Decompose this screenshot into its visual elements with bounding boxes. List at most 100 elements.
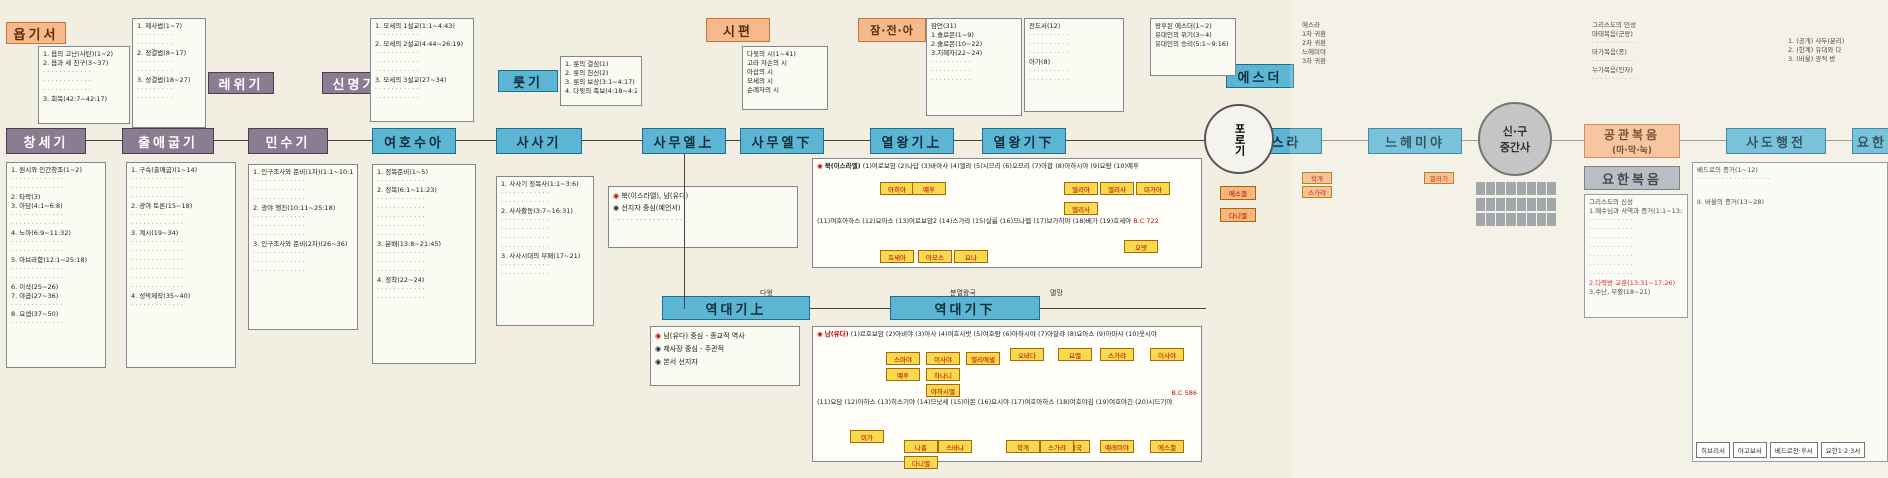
panel-exodus-detail: · · · · · · · · · · · · ·	[131, 211, 183, 219]
prophet-box[interactable]: 다니엘	[904, 456, 938, 469]
book-chronicles1[interactable]: 역대기上	[662, 296, 810, 320]
label-zechariah[interactable]: 스가랴	[1302, 186, 1332, 198]
label-daniel[interactable]: 다니엘	[1220, 208, 1256, 222]
book-samuel1[interactable]: 사무엘上	[642, 128, 726, 154]
prophet-box[interactable]: 예후	[912, 182, 946, 195]
panel-numbers-line: 2. 광야 행진(10:11~25:18)	[253, 204, 336, 212]
book-acts[interactable]: 사도행전	[1726, 128, 1826, 154]
panel-numbers-line: 3. 인구조사와 준비(2차)(26~36)	[253, 240, 348, 248]
label-haggai[interactable]: 학개	[1302, 172, 1332, 184]
prophet-box[interactable]: 아모스	[918, 250, 952, 263]
prophet-box[interactable]: 예레미야	[1100, 440, 1134, 453]
panel-deut-line: 2. 모세의 2설교(4:44~26:19)	[375, 40, 464, 48]
prophet-box[interactable]: 예후	[886, 368, 920, 381]
intertestament-grid-cell	[1516, 197, 1526, 211]
header-esther[interactable]: 에스더	[1226, 64, 1294, 88]
panel-esther-line: 왕후된 에스더(1~2)	[1155, 22, 1212, 30]
prophet-box[interactable]: 엘리에셀	[966, 352, 1000, 365]
book-kings1[interactable]: 열왕기上	[870, 128, 954, 154]
book-chronicles2[interactable]: 역대기下	[890, 296, 1040, 320]
prophet-box[interactable]: 엘리야	[1064, 182, 1098, 195]
panel-joshua-detail: · · · · · · · · · · · ·	[377, 204, 425, 212]
header-psalms[interactable]: 시편	[706, 18, 770, 42]
book-judges[interactable]: 사사기	[496, 128, 582, 154]
prophet-box[interactable]: 아히야	[880, 182, 914, 195]
panel-exodus-detail: · · · · · · · · · · · · ·	[131, 238, 183, 246]
prophet-box[interactable]: 요나	[954, 250, 988, 263]
book-nehemiah[interactable]: 느헤미야	[1368, 128, 1462, 154]
panel-genesis-detail: · · · · · · · · · · · · ·	[11, 319, 63, 327]
book-genesis[interactable]: 창세기	[6, 128, 86, 154]
prophet-box[interactable]: 나훔	[904, 440, 938, 453]
panel-psalms-line: 다윗의 시(1~41)	[747, 50, 796, 58]
prophet-box[interactable]: 에스겔	[1150, 440, 1184, 453]
intertestament-grid-cell	[1536, 213, 1546, 227]
panel-judges-line: 1. 사사기 정복사(1:1~3:6)	[501, 180, 579, 188]
book-kings2[interactable]: 열왕기下	[982, 128, 1066, 154]
prophet-box[interactable]: 하나니	[926, 368, 960, 381]
book-joshua[interactable]: 여호수아	[372, 128, 456, 154]
acts-spacer	[1697, 184, 1883, 198]
panel-joshua: 1. 정복준비(1~5) · · · · · · · · · · · · 2. …	[372, 164, 476, 364]
panel-gospels: 그리스도의 인성 마태복음(군왕) · · · · · · · · · · · …	[1588, 18, 1704, 118]
prophet-box[interactable]: 스가랴	[1100, 348, 1134, 361]
acts-tab[interactable]: 야고보서	[1732, 442, 1767, 458]
header-leviticus[interactable]: 레위기	[208, 72, 274, 94]
intertestament-line2: 중간사	[1499, 141, 1531, 154]
panel-john-line: 1.예수님과 사역과 증거(1:1~13:30)	[1589, 207, 1683, 215]
book-exodus[interactable]: 출애굽기	[122, 128, 214, 154]
south-fall-date: B.C 586	[1171, 389, 1197, 397]
panel-exodus-detail: · · · · · · · · · · · · ·	[131, 274, 183, 282]
acts-tab[interactable]: 히브리서	[1696, 442, 1730, 458]
book-john-gospel[interactable]: 요한복음	[1584, 166, 1680, 190]
prophet-box[interactable]: 요엘	[1058, 348, 1092, 361]
north-fall-date: B.C 722	[1133, 217, 1159, 225]
prophet-box[interactable]: 이사야	[1150, 348, 1184, 361]
prophet-box[interactable]: 스바냐	[938, 440, 972, 453]
connector-label-fall: 멸망	[1050, 289, 1063, 297]
header-proverbs[interactable]: 잠·전·아	[858, 18, 926, 42]
prophet-box[interactable]: 오뎃	[1124, 240, 1158, 253]
prophet-box[interactable]: 학개	[1006, 440, 1040, 453]
book-samuel2[interactable]: 사무엘下	[740, 128, 824, 154]
panel-proverbs-line: 1.솔로몬(1~9)	[931, 31, 974, 39]
prophet-box[interactable]: 이사야	[926, 352, 960, 365]
panel-psalms: 다윗의 시(1~41) 고라 자손의 시 아삽의 시 모세의 시 순례자의 시	[742, 46, 828, 110]
captivity-circle[interactable]: 포로기	[1204, 104, 1274, 174]
panel-gospels-line: 마태복음(군왕)	[1592, 30, 1633, 38]
header-ruth[interactable]: 룻기	[498, 70, 558, 92]
label-malachi[interactable]: 말라기	[1424, 172, 1454, 184]
panel-acts-right-line: 3. (바울) 광적 방	[1788, 55, 1836, 63]
panel-psalms-line: 순례자의 시	[747, 86, 779, 94]
header-job[interactable]: 욥기서	[6, 22, 66, 44]
prophet-box[interactable]: 엘리사	[1064, 202, 1098, 215]
prophet-box[interactable]: 스가랴	[1040, 440, 1074, 453]
prophet-box[interactable]: 미가야	[1136, 182, 1170, 195]
book-john-partial[interactable]: 요한	[1852, 128, 1888, 154]
panel-joshua-detail: · · · · · · · · · · · ·	[377, 294, 425, 302]
intertestament-grid-cell	[1496, 197, 1506, 211]
south-kings-line1: (1)르호보암 (2)아비야 (3)아사 (4)여호사밧 (5)여호람 (6)아…	[850, 330, 1157, 338]
acts-tab[interactable]: 베드로전·후서	[1769, 442, 1818, 458]
intertestament-circle[interactable]: 신·구 중간사	[1478, 102, 1552, 176]
prophet-box[interactable]: 호세아	[880, 250, 914, 263]
prophet-box[interactable]: 오바다	[1010, 348, 1044, 361]
book-numbers[interactable]: 민수기	[248, 128, 328, 154]
book-synoptic-gospels[interactable]: 공관복음 (마·막·눅)	[1584, 124, 1680, 158]
prophet-box[interactable]: 엘리사	[1100, 182, 1134, 195]
panel-john-detail: · · · · · · · · · · ·	[1589, 234, 1633, 242]
north-kings-line1: (1)여로보암 (2)나답 (3)바아사 (4)엘라 (5)시므리 (6)오므리…	[862, 162, 1139, 170]
prophet-box[interactable]: 야하시엘	[926, 384, 960, 397]
label-ezekiel[interactable]: 에스겔	[1220, 186, 1256, 200]
panel-psalms-line: 아삽의 시	[747, 68, 773, 76]
prophet-box[interactable]: 미가	[850, 430, 884, 443]
acts-tab[interactable]: 요한1·2·3서	[1820, 442, 1866, 458]
prophet-box[interactable]: 스마야	[886, 352, 920, 365]
panel-genesis-detail: · · · · · · · · · · · · ·	[11, 175, 63, 183]
panel-song-detail: · · · · · · · · · ·	[1029, 76, 1069, 84]
panel-john-detail: · · · · · · · · · · ·	[1589, 270, 1633, 278]
panel-job-line: 2. 욥과 세 친구(3~37)	[43, 59, 109, 67]
north-kingdom-title-row: ◉ 북(이스라엘) (1)여로보암 (2)나답 (3)바아사 (4)엘라 (5)…	[817, 162, 1139, 170]
panel-joshua-line: 4. 정착(22~24)	[377, 276, 425, 284]
panel-acts-line: 베드로의 증거(1~12)	[1697, 166, 1758, 174]
